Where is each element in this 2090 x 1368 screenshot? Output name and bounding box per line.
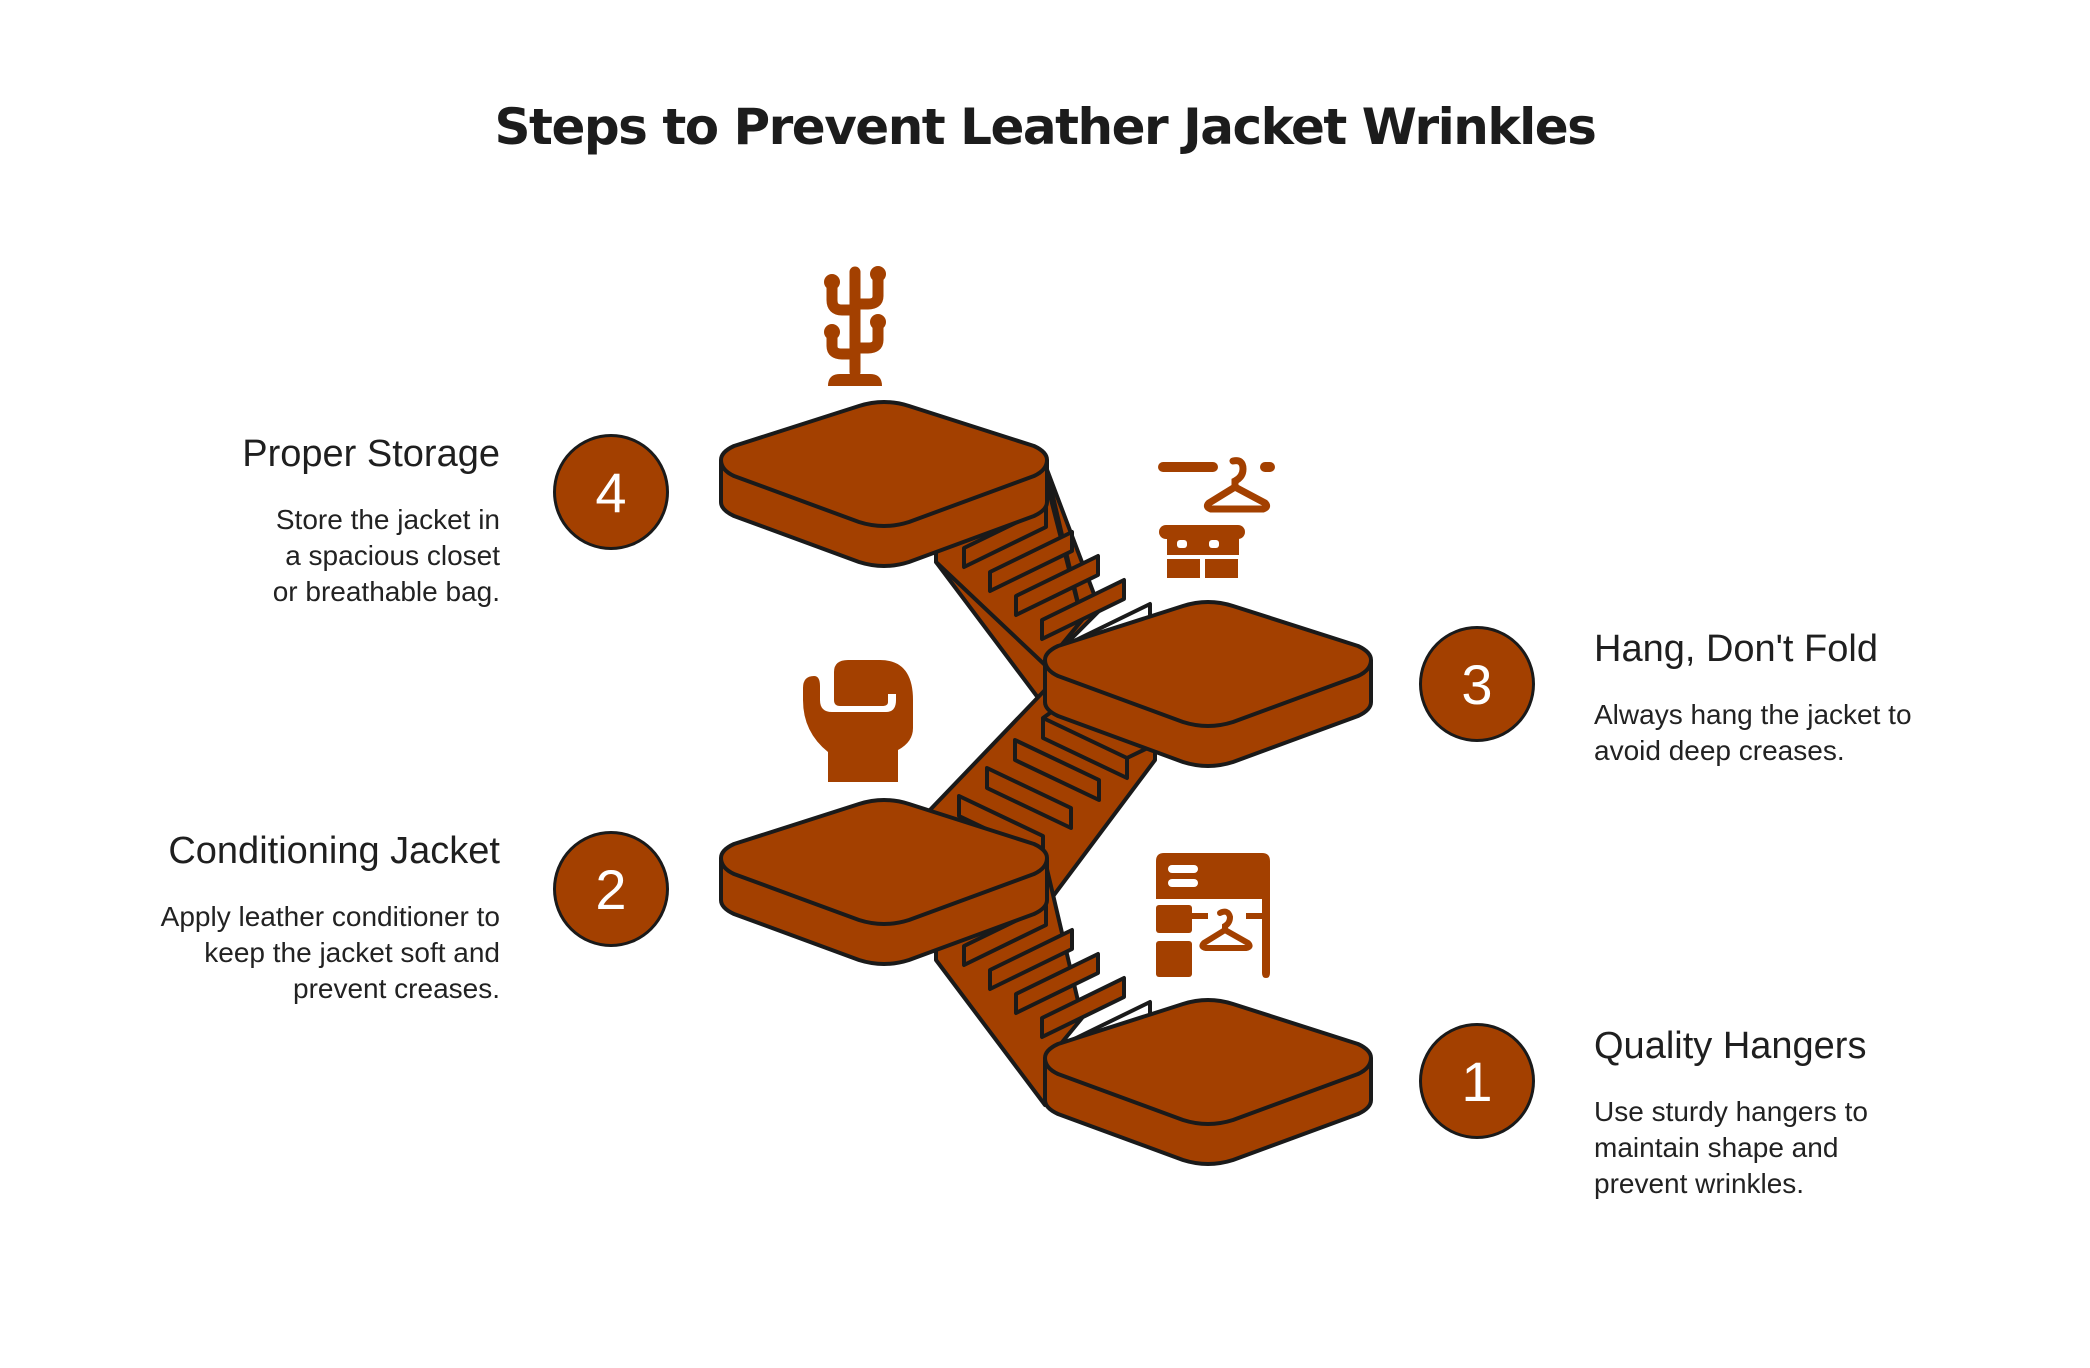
step-1-text: Quality Hangers Use sturdy hangers to ma… <box>1594 1024 2014 1202</box>
step-4-text: Proper Storage Store the jacket in a spa… <box>80 432 500 610</box>
step-1-description: Use sturdy hangers to maintain shape and… <box>1594 1096 1868 1199</box>
step-4-description: Store the jacket in a spacious closet or… <box>272 504 500 607</box>
step-3-description: Always hang the jacket to avoid deep cre… <box>1594 699 1912 766</box>
closet-hanger-icon <box>1158 457 1275 578</box>
step-1-heading: Quality Hangers <box>1594 1025 1867 1067</box>
step-number-4: 4 <box>553 434 669 550</box>
step-number-3: 3 <box>1419 626 1535 742</box>
wardrobe-hanger-icon <box>1156 853 1270 978</box>
platform-step-1 <box>1043 998 1373 1166</box>
step-3-text: Hang, Don't Fold Always hang the jacket … <box>1594 627 2014 769</box>
step-number-2: 2 <box>553 831 669 947</box>
step-3-heading: Hang, Don't Fold <box>1594 628 1878 670</box>
step-number-1: 1 <box>1419 1023 1535 1139</box>
page-title: Steps to Prevent Leather Jacket Wrinkles <box>494 98 1597 156</box>
step-2-description: Apply leather conditioner to keep the ja… <box>160 901 500 1004</box>
step-4-heading: Proper Storage <box>242 433 500 475</box>
step-2-heading: Conditioning Jacket <box>168 830 500 872</box>
coat-rack-icon <box>824 266 886 386</box>
step-2-text: Conditioning Jacket Apply leather condit… <box>80 829 500 1007</box>
glove-icon <box>803 660 913 782</box>
